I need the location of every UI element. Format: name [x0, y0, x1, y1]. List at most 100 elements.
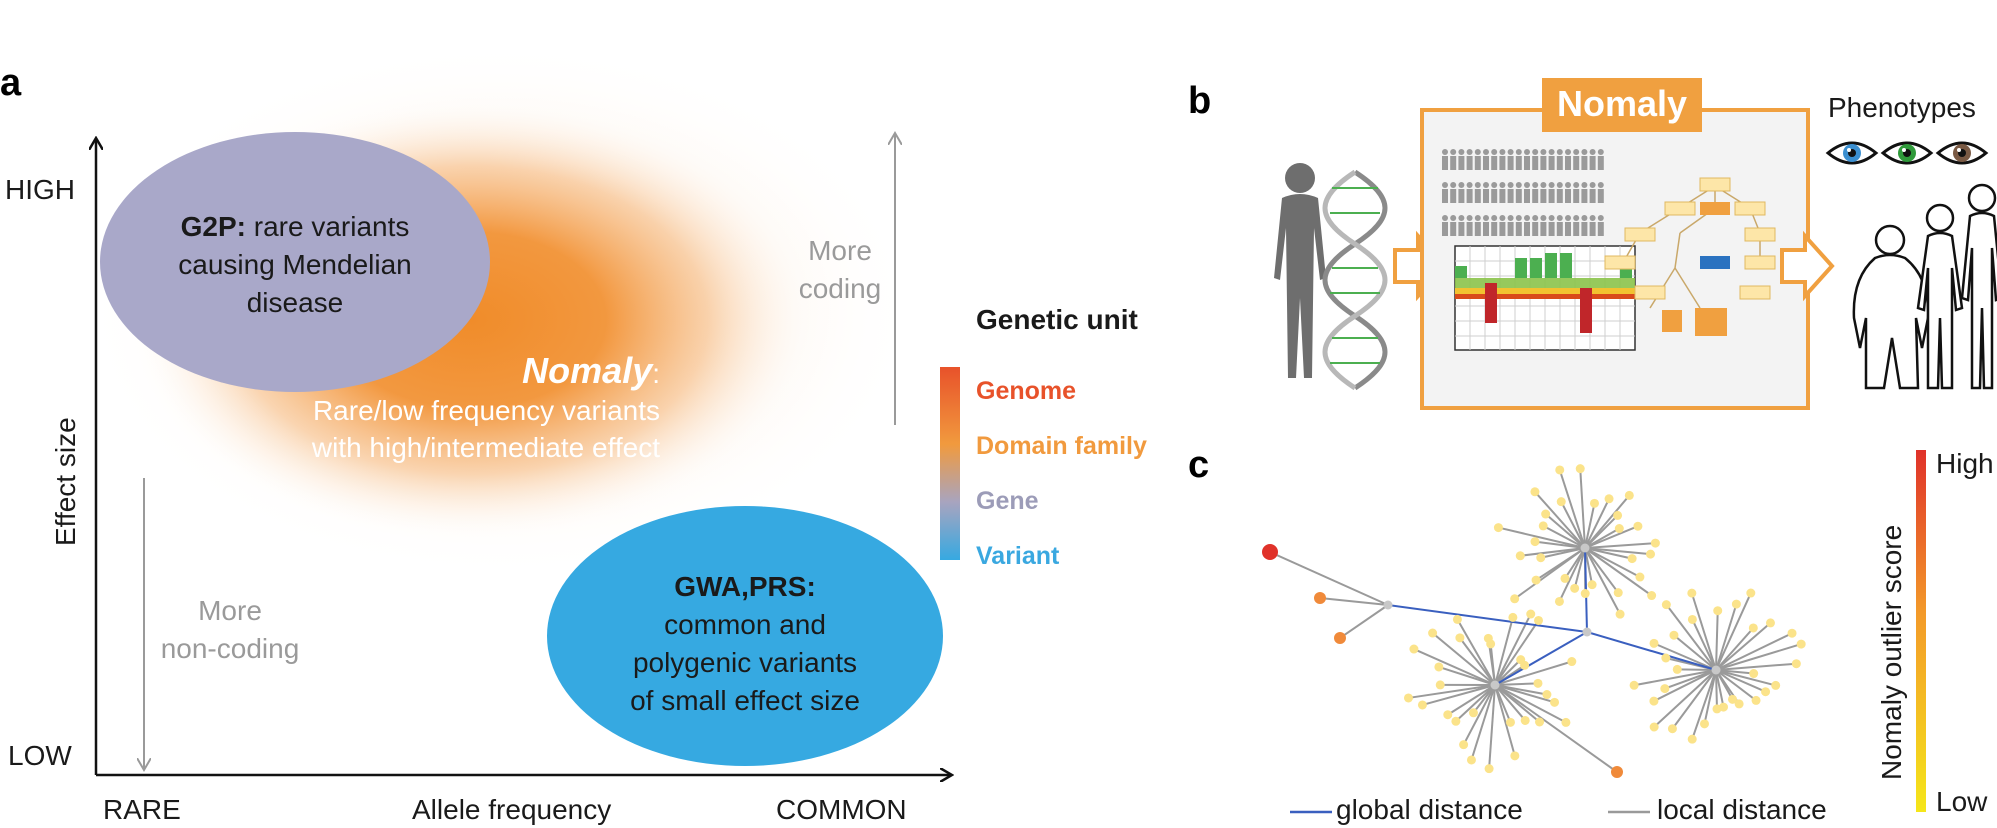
person-icon: [1540, 182, 1547, 203]
score-axis-label: Nomaly outlier score: [1876, 524, 1907, 780]
network-nodes: [1262, 464, 1806, 778]
person-icon: [1548, 182, 1555, 203]
leaf-node: [1484, 764, 1494, 774]
leaf-node: [1515, 551, 1525, 561]
person-icon: [1450, 215, 1457, 236]
person-icon: [1581, 149, 1588, 170]
person-icon: [1491, 149, 1498, 170]
leaf-node: [1580, 589, 1590, 599]
leaf-node: [1712, 704, 1722, 714]
leaf-node: [1613, 588, 1623, 598]
leaf-node: [1661, 653, 1671, 663]
person-icon: [1515, 215, 1522, 236]
leaf-node: [1550, 697, 1560, 707]
nomaly-title: Nomaly: [522, 350, 653, 391]
person-icon: [1581, 182, 1588, 203]
genetic-unit-legend: Genome Domain family Gene Variant: [976, 364, 1147, 584]
panel-label-a: a: [0, 62, 22, 104]
leaf-node: [1791, 659, 1801, 669]
legend-genome: Genome: [976, 377, 1077, 405]
person-icon: [1524, 149, 1530, 170]
leaf-node: [1734, 699, 1744, 709]
leaf-node: [1508, 612, 1518, 622]
leaf-node: [1787, 628, 1797, 638]
person-icon: [1491, 182, 1498, 203]
person-icon: [1515, 149, 1522, 170]
person-icon: [1589, 149, 1596, 170]
person-icon: [1524, 215, 1530, 236]
more-noncoding-text: More non-coding: [140, 592, 320, 668]
leaf-node: [1459, 740, 1469, 750]
global-distance-legend: global distance: [1336, 794, 1523, 825]
person-icon: [1491, 215, 1498, 236]
local-edges: [1269, 468, 1802, 773]
leaf-node: [1650, 538, 1660, 548]
phenotypes-label: Phenotypes: [1828, 92, 1976, 123]
leaf-node: [1669, 630, 1679, 640]
panel-label-b: b: [1188, 80, 1212, 122]
nomaly-box-title: Nomaly: [1556, 83, 1688, 124]
panel-a-canvas: [80, 40, 960, 828]
leaf-node: [1587, 580, 1597, 590]
leaf-node: [1452, 614, 1462, 624]
leaf-node: [1751, 695, 1761, 705]
nomaly-line2: with high/intermediate effect: [311, 432, 660, 463]
leaf-node: [1520, 715, 1530, 725]
person-icon: [1556, 149, 1563, 170]
leaf-node: [1699, 719, 1709, 729]
person-icon: [1474, 182, 1481, 203]
g2p-line1: rare variants: [245, 211, 410, 242]
leaf-node: [1589, 498, 1599, 508]
leaf-node: [1746, 588, 1756, 598]
leaf-node: [1731, 599, 1741, 609]
x-common-label: COMMON: [776, 794, 907, 825]
legend-variant: Variant: [976, 542, 1060, 570]
dna-helix-icon: [1322, 169, 1388, 391]
person-icon: [1581, 215, 1588, 236]
person-icon: [1507, 182, 1514, 203]
leaf-node: [1633, 521, 1643, 531]
leaf-node: [1535, 717, 1545, 727]
leaf-node: [1505, 717, 1515, 727]
leaf-node: [1555, 465, 1565, 475]
phenotype-body-outlines-icon: [1852, 183, 1997, 390]
leaf-node: [1629, 680, 1639, 690]
g2p-text: G2P: rare variants causing Mendelian dis…: [120, 208, 470, 322]
human-silhouette-icon: [1274, 163, 1326, 378]
person-icon: [1483, 215, 1489, 236]
outlier-node: [1611, 766, 1623, 778]
nomaly-colon: :: [652, 358, 660, 389]
person-icon: [1515, 182, 1522, 203]
more-coding-text: More coding: [780, 232, 900, 308]
person-icon: [1540, 149, 1547, 170]
panel-c-network: [1262, 450, 1926, 814]
person-icon: [1499, 215, 1506, 236]
leaf-node: [1570, 583, 1580, 593]
genetic-unit-title: Genetic unit: [976, 304, 1138, 335]
person-icon: [1589, 182, 1596, 203]
x-axis-label: Allele frequency: [412, 794, 612, 825]
person-icon: [1548, 149, 1555, 170]
g2p-line2: causing Mendelian: [178, 249, 412, 280]
leaf-node: [1615, 609, 1625, 619]
person-icon: [1483, 182, 1489, 203]
gwa-text: GWA,PRS: common and polygenic variants o…: [575, 568, 915, 720]
eye-icon: [1825, 141, 1879, 165]
gwa-bold: GWA,PRS:: [674, 571, 816, 602]
person-icon: [1532, 182, 1539, 203]
leaf-node: [1614, 524, 1624, 534]
leaf-node: [1533, 678, 1543, 688]
leaf-node: [1713, 606, 1723, 616]
leaf-node: [1541, 509, 1551, 519]
person-icon: [1474, 149, 1481, 170]
leaf-node: [1403, 693, 1413, 703]
leaf-node: [1560, 573, 1570, 583]
leaf-node: [1613, 510, 1623, 520]
person-icon: [1573, 215, 1580, 236]
leaf-node: [1530, 537, 1540, 547]
leaf-node: [1661, 600, 1671, 610]
leaf-node: [1649, 722, 1659, 732]
leaf-node: [1649, 638, 1659, 648]
person-icon: [1450, 182, 1457, 203]
leaf-node: [1627, 554, 1637, 564]
